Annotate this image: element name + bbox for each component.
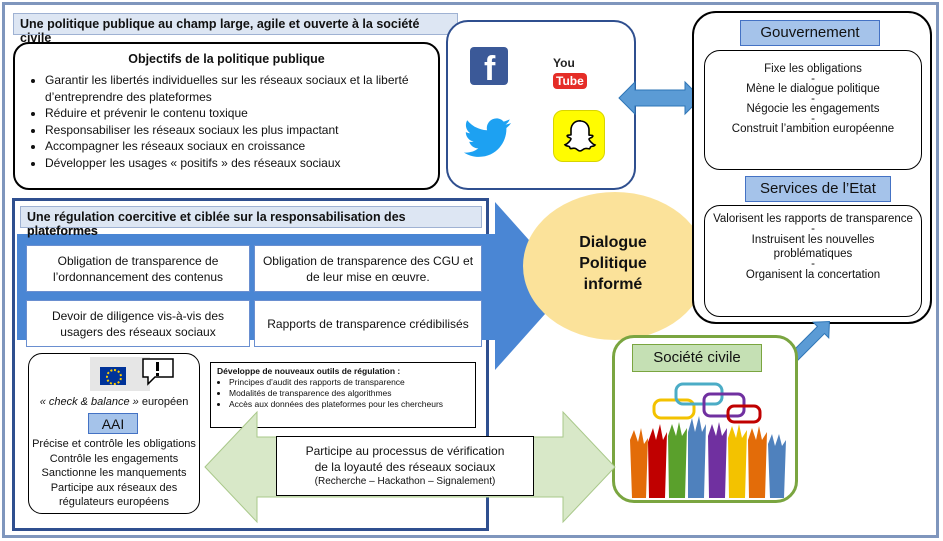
services-item: Organisent la concertation	[745, 269, 881, 281]
youtube-tube-text: Tube	[553, 73, 587, 89]
outils-box: Développe de nouveaux outils de régulati…	[210, 362, 476, 428]
aai-label: AAI	[88, 413, 138, 434]
youtube-you-text: You	[553, 56, 575, 70]
aai-list: Précise et contrôle les obligations Cont…	[30, 437, 198, 510]
dialogue-label: Dialogue Politique informé	[548, 232, 678, 295]
objective-item: Développer les usages « positifs » des r…	[45, 155, 426, 172]
objectives-title: Objectifs de la politique publique	[128, 52, 325, 66]
cell-diligence: Devoir de diligence vis-à-vis des usager…	[26, 300, 250, 347]
outils-item: Accès aux données des plateformes pour l…	[229, 399, 469, 410]
gouvernement-box	[704, 50, 922, 170]
verification-line: Participe au processus de vérification	[305, 444, 505, 458]
social-networks-box	[446, 20, 636, 190]
aai-item: Participe aux réseaux des régulateurs eu…	[50, 481, 178, 509]
state-box	[692, 11, 932, 324]
cell-cgu: Obligation de transparence des CGU et de…	[254, 245, 482, 292]
twitter-icon	[463, 118, 511, 157]
cell-ordonnancement: Obligation de transparence de l’ordonnan…	[26, 245, 250, 292]
double-arrow-social-government	[618, 80, 702, 116]
services-box	[704, 205, 922, 317]
societe-label: Société civile	[632, 344, 762, 372]
verification-box: Participe au processus de vérification d…	[276, 436, 534, 496]
aai-item: Précise et contrôle les obligations	[32, 438, 196, 450]
dialogue-circle	[523, 192, 707, 340]
regulation-block	[12, 198, 489, 531]
check-balance-rest: européen	[138, 396, 189, 408]
aai-item: Sanctionne les manquements	[41, 467, 187, 479]
dialogue-line: Politique	[579, 255, 647, 272]
gouvernement-item: Négocie les engagements	[746, 103, 880, 115]
objective-item: Responsabiliser les réseaux sociaux les …	[45, 122, 426, 139]
cell-rapports: Rapports de transparence crédibilisés	[254, 300, 482, 347]
gouvernement-item: Mène le dialogue politique	[746, 83, 880, 95]
raised-hands-icon	[630, 382, 786, 498]
outils-item: Principes d’audit des rapports de transp…	[229, 377, 469, 388]
check-balance-italic: « check & balance »	[39, 396, 139, 408]
verification-line: de la loyauté des réseaux sociaux	[314, 460, 496, 474]
exclamation-bubble-icon	[142, 358, 174, 386]
objectives-box: Objectifs de la politique publique Garan…	[13, 42, 440, 190]
services-list: Valorisent les rapports de transparence …	[713, 213, 913, 281]
aai-item: Contrôle les engagements	[49, 452, 179, 465]
top-header: Une politique publique au champ large, a…	[13, 13, 458, 45]
services-item: Instruisent les nouvelles problématiques	[751, 234, 875, 260]
services-label: Services de l’Etat	[745, 176, 891, 202]
verification-line-small: (Recherche – Hackathon – Signalement)	[314, 476, 496, 487]
eu-flag-icon	[90, 357, 150, 391]
check-balance-label: « check & balance » européen	[30, 396, 198, 408]
facebook-icon: f	[470, 47, 508, 87]
gouvernement-label: Gouvernement	[740, 20, 880, 46]
objectives-list: Garantir les libertés individuelles sur …	[27, 72, 426, 171]
outils-list: Principes d’audit des rapports de transp…	[217, 377, 469, 410]
gouvernement-item: Construit l’ambition européenne	[731, 123, 895, 135]
regulation-header-overlay: Une régulation coercitive et ciblée sur …	[20, 206, 482, 238]
gouvernement-item: Fixe les obligations	[764, 63, 862, 75]
objective-item: Garantir les libertés individuelles sur …	[45, 72, 426, 105]
objective-item: Réduire et prévenir le contenu toxique	[45, 105, 426, 122]
outils-title: Développe de nouveaux outils de régulati…	[217, 366, 401, 376]
dialogue-line: Dialogue	[579, 234, 647, 251]
dialogue-line: informé	[583, 276, 643, 293]
objective-item: Accompagner les réseaux sociaux en crois…	[45, 138, 426, 155]
services-item: Valorisent les rapports de transparence	[713, 213, 913, 225]
youtube-icon: YouTube	[553, 54, 605, 89]
snapchat-icon	[553, 110, 605, 162]
gouvernement-list: Fixe les obligations - Mène le dialogue …	[704, 63, 922, 135]
outils-item: Modalités de transparence des algorithme…	[229, 388, 469, 399]
